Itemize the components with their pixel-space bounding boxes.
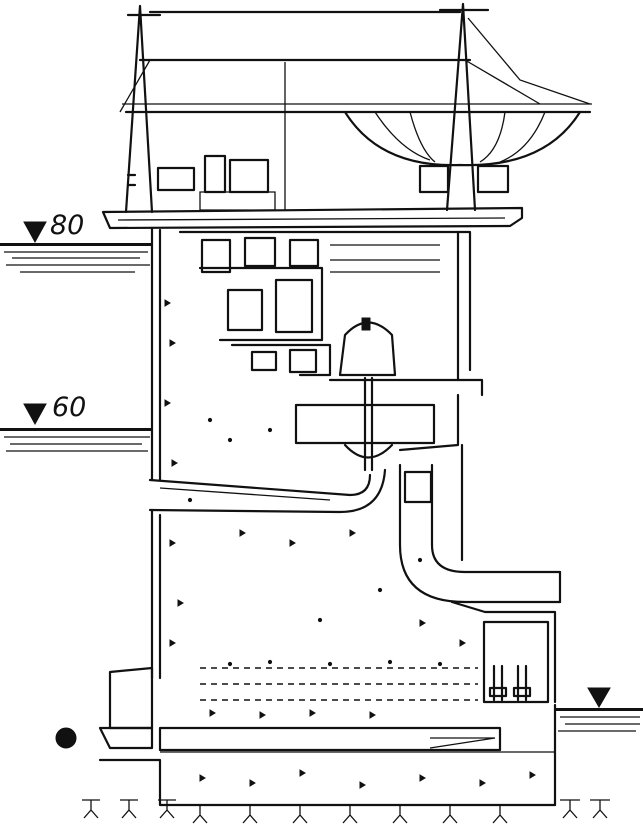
powerhouse-body xyxy=(98,226,562,807)
tailwater-level xyxy=(556,687,643,732)
middle-water-level-60: 60 xyxy=(0,392,152,452)
level-label-60: 60 xyxy=(52,392,86,423)
level-triangle-icon xyxy=(587,687,611,708)
level-label-80: 80 xyxy=(50,210,84,241)
deck-slab xyxy=(101,206,524,230)
level-triangle-icon xyxy=(23,221,47,244)
level-triangle-icon xyxy=(23,403,47,426)
ink-mark xyxy=(55,727,77,749)
gantry-crane xyxy=(119,2,592,214)
foundation-soil-icon xyxy=(82,799,610,824)
headwater-level-80: 80 xyxy=(0,210,152,273)
concrete-hatching xyxy=(164,299,536,789)
